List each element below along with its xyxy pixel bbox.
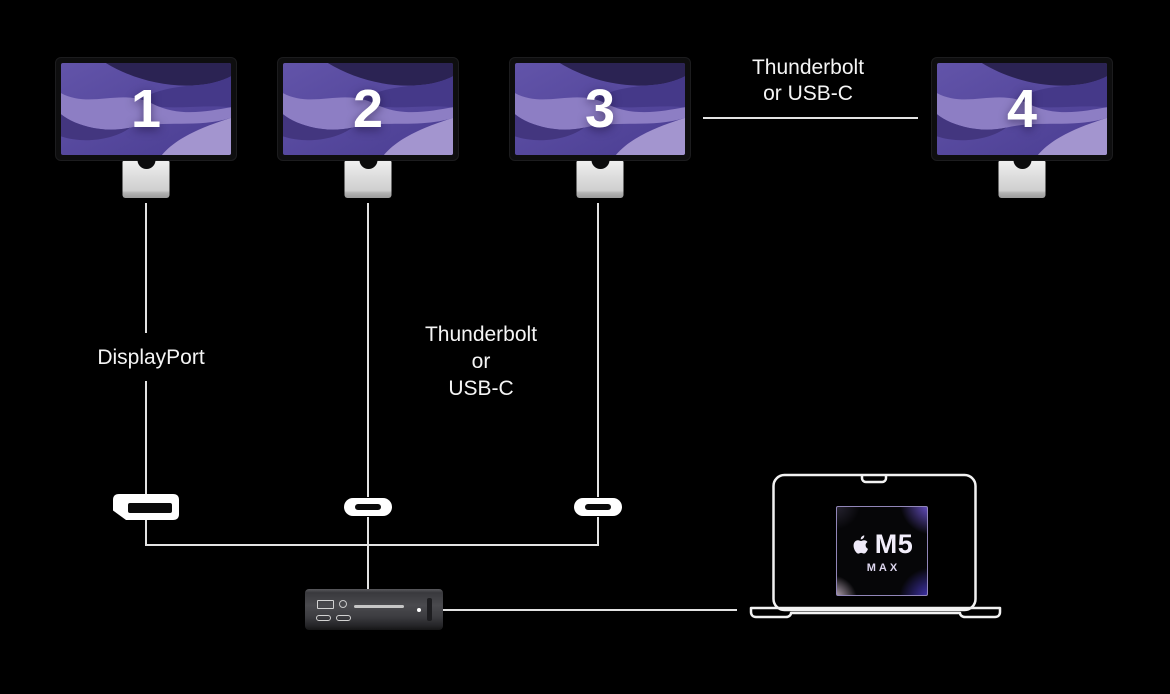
monitor-stand	[576, 161, 624, 198]
cable-display4-direct	[703, 117, 918, 119]
monitor-display: 3	[515, 63, 685, 155]
monitor-1: 1	[55, 57, 237, 198]
chip-variant: MAX	[866, 561, 901, 574]
monitor-screen: 1	[55, 57, 237, 161]
monitor-number: 1	[130, 79, 162, 139]
chip-model: M5	[874, 528, 914, 559]
monitor-4: 4	[931, 57, 1113, 198]
monitor-number: 4	[1006, 79, 1038, 139]
cable-display1-lower	[145, 381, 147, 494]
monitor-stand	[998, 161, 1046, 198]
direct-connection-label-line2: or USB-C	[763, 82, 853, 105]
chip-row: M5	[851, 529, 914, 560]
monitor-stand	[344, 161, 392, 198]
displayport-label: DisplayPort	[97, 346, 205, 369]
monitor-display: 4	[937, 63, 1107, 155]
monitor-screen: 3	[509, 57, 691, 161]
dock-connection-label-line1: Thunderbolt	[424, 323, 538, 346]
monitor-2: 2	[277, 57, 459, 198]
usb-c-connector-icon	[574, 498, 622, 516]
dock-usb-c-port	[336, 615, 351, 621]
direct-connection-label-line1: Thunderbolt	[751, 56, 865, 79]
usb-c-connector-icon	[344, 498, 392, 516]
monitor-display: 2	[283, 63, 453, 155]
dock-logo-mark	[427, 598, 432, 621]
macbook-outline	[749, 473, 1002, 619]
dock-usb-c-port	[316, 615, 331, 621]
dock-connection-label-line3: USB-C	[448, 377, 514, 400]
cable-dp-to-bus	[145, 520, 147, 546]
displayport-connector-icon	[113, 494, 179, 520]
cable-bus	[145, 544, 599, 546]
apple-logo-icon	[853, 534, 868, 554]
chip-badge: M5 MAX	[836, 506, 928, 596]
monitor-number: 3	[584, 79, 616, 139]
dock-usb-a-port	[317, 600, 334, 609]
dock-power-led	[417, 608, 421, 612]
cable-display1-upper	[145, 203, 147, 333]
macbook-base	[749, 606, 1002, 619]
macbook-notch	[860, 476, 888, 484]
monitor-display: 1	[61, 63, 231, 155]
cable-usbc3-to-bus	[597, 517, 599, 546]
monitor-3: 3	[509, 57, 691, 198]
dock-connection-label-line2: or	[471, 350, 491, 373]
dock-audio-jack	[339, 600, 347, 608]
thunderbolt-dock	[305, 589, 443, 630]
monitor-screen: 4	[931, 57, 1113, 161]
cable-dock-to-laptop	[443, 609, 737, 611]
monitor-stand	[122, 161, 170, 198]
monitor-screen: 2	[277, 57, 459, 161]
cable-usbc2-to-dock	[367, 517, 369, 590]
cable-display3	[597, 203, 599, 497]
monitor-number: 2	[352, 79, 384, 139]
dock-sd-card-slot	[354, 605, 404, 608]
direct-connection-label: Thunderbolt or USB-C	[708, 55, 908, 107]
cable-display2	[367, 203, 369, 497]
dock-connection-label: Thunderbolt or USB-C	[421, 321, 541, 402]
